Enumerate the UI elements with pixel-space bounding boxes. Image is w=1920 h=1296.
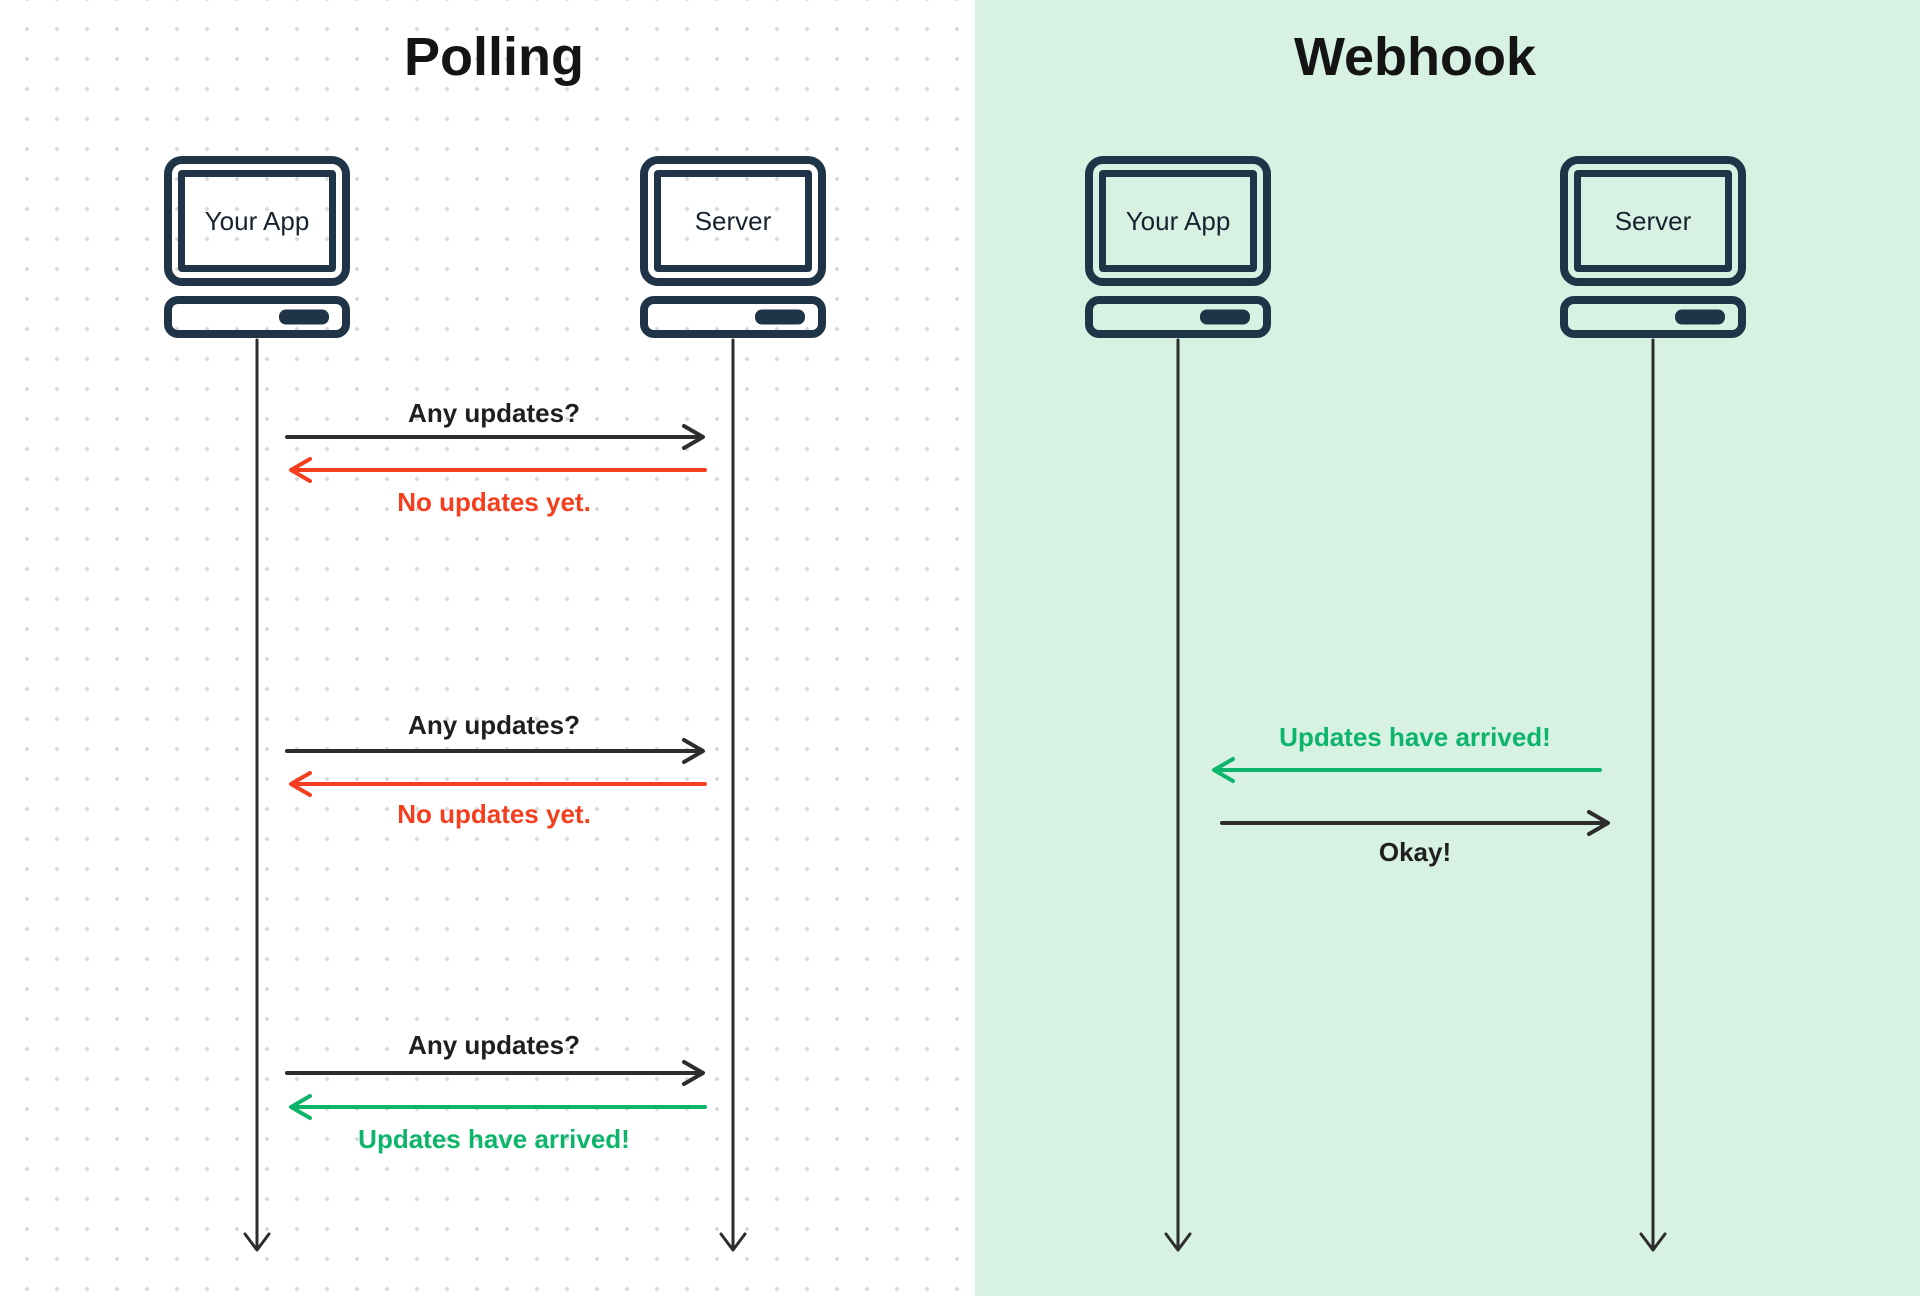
polling-title: Polling	[404, 27, 584, 87]
computer-base	[1560, 296, 1746, 338]
monitor-screen: Your App	[178, 170, 336, 272]
monitor-screen: Server	[654, 170, 812, 272]
computer-label: Server	[694, 206, 772, 236]
webhook-panel	[975, 0, 1920, 1296]
monitor-screen: Server	[1574, 170, 1732, 272]
monitor-frame: Your App	[1085, 156, 1271, 286]
computer-label: Server	[1614, 206, 1692, 236]
computer-icon: Server	[1560, 156, 1746, 338]
acknowledgement-label: Okay!	[1378, 837, 1452, 867]
request-label: Any updates?	[408, 398, 580, 428]
base-slot	[755, 309, 805, 325]
response-label: Updates have arrived!	[358, 1124, 630, 1154]
webhook-title: Webhook	[1294, 27, 1536, 87]
computer-base	[164, 296, 350, 338]
response-label: No updates yet.	[397, 799, 591, 829]
monitor-frame: Server	[640, 156, 826, 286]
computer-base	[1085, 296, 1271, 338]
request-label: Any updates?	[408, 710, 580, 740]
computer-label: Your App	[204, 206, 310, 236]
computer-icon: Your App	[164, 156, 350, 338]
monitor-frame: Your App	[164, 156, 350, 286]
monitor-screen: Your App	[1099, 170, 1257, 272]
base-slot	[1200, 309, 1250, 325]
computer-icon: Server	[640, 156, 826, 338]
computer-icon: Your App	[1085, 156, 1271, 338]
base-slot	[1675, 309, 1725, 325]
computer-label: Your App	[1125, 206, 1231, 236]
notification-label: Updates have arrived!	[1279, 722, 1551, 752]
polling-panel	[0, 0, 975, 1296]
response-label: No updates yet.	[397, 487, 591, 517]
computer-base	[640, 296, 826, 338]
monitor-frame: Server	[1560, 156, 1746, 286]
request-label: Any updates?	[408, 1030, 580, 1060]
base-slot	[279, 309, 329, 325]
